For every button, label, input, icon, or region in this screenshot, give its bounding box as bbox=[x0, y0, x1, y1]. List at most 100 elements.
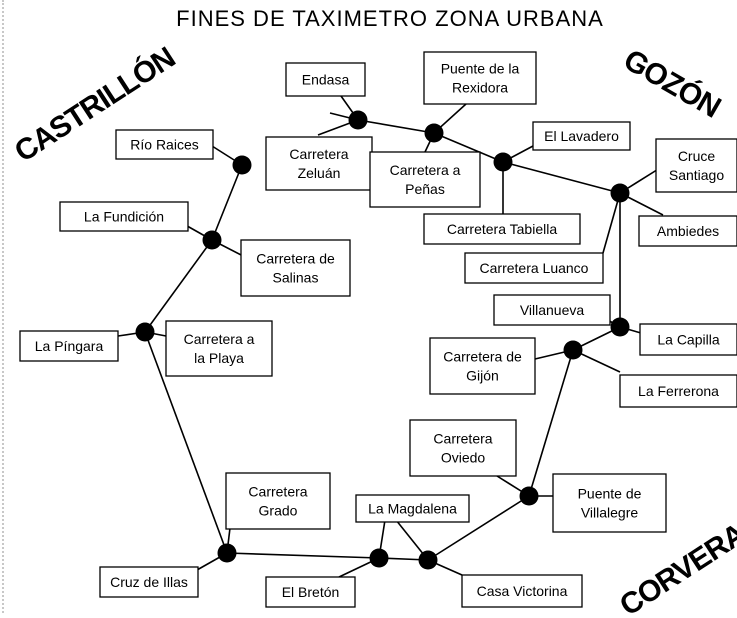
label-text: Carretera de bbox=[443, 349, 522, 365]
label-box bbox=[655, 138, 737, 193]
label-villanueva: Villanueva bbox=[493, 294, 611, 326]
label-text: Peñas bbox=[405, 181, 445, 197]
label-la-pingara: La Píngara bbox=[19, 330, 119, 362]
label-text: La Magdalena bbox=[368, 501, 457, 517]
label-el-lavadero: El Lavadero bbox=[532, 121, 631, 151]
label-text: La Capilla bbox=[657, 332, 719, 348]
label-carretera-playa: Carretera a la Playa bbox=[165, 320, 273, 377]
label-la-magdalena: La Magdalena bbox=[355, 494, 470, 523]
junction-node bbox=[369, 548, 389, 568]
label-text: Carretera Tabiella bbox=[447, 221, 557, 237]
label-text: Rexidora bbox=[452, 80, 508, 96]
label-box bbox=[423, 51, 537, 105]
junction-node bbox=[610, 317, 630, 337]
label-text: Río Raices bbox=[130, 137, 198, 153]
junction-node bbox=[493, 152, 513, 172]
label-text: Cruce bbox=[678, 148, 716, 164]
label-text: Salinas bbox=[273, 270, 319, 286]
label-box bbox=[19, 330, 119, 362]
label-box bbox=[369, 151, 481, 208]
route-line bbox=[528, 349, 574, 497]
label-box bbox=[639, 323, 737, 356]
label-box bbox=[493, 294, 611, 326]
label-box bbox=[115, 129, 214, 160]
junction-node bbox=[348, 110, 368, 130]
label-text: la Playa bbox=[194, 350, 244, 366]
label-box bbox=[461, 574, 583, 608]
label-casa-victorina: Casa Victorina bbox=[461, 574, 583, 608]
place-labels: Endasa Puente de la Rexidora El LavaderoCru… bbox=[19, 51, 737, 608]
junction-node bbox=[563, 340, 583, 360]
junction-node bbox=[202, 230, 222, 250]
label-text: La Ferrerona bbox=[638, 383, 719, 399]
label-text: Carretera a bbox=[184, 331, 255, 347]
label-carretera-luanco: Carretera Luanco bbox=[464, 252, 604, 284]
junction-node bbox=[610, 183, 630, 203]
label-carretera-penas: Carretera a Peñas bbox=[369, 151, 481, 208]
label-text: Ambiedes bbox=[657, 223, 719, 239]
label-text: Endasa bbox=[302, 72, 350, 88]
label-text: Casa Victorina bbox=[477, 583, 568, 599]
label-text: El Bretón bbox=[282, 584, 340, 600]
label-cruz-de-illas: Cruz de Illas bbox=[99, 566, 199, 598]
page-border bbox=[2, 0, 4, 613]
label-text: Grado bbox=[259, 503, 298, 519]
junction-nodes bbox=[135, 110, 630, 570]
junction-node bbox=[135, 322, 155, 342]
junction-node bbox=[217, 543, 237, 563]
label-box bbox=[59, 201, 189, 232]
route-line bbox=[357, 119, 435, 134]
label-text: Santiago bbox=[669, 167, 724, 183]
label-endasa: Endasa bbox=[285, 62, 366, 97]
label-box bbox=[532, 121, 631, 151]
label-box bbox=[552, 473, 667, 533]
label-box bbox=[619, 374, 737, 408]
label-text: Carretera bbox=[433, 431, 492, 447]
label-text: Villanueva bbox=[520, 302, 585, 318]
route-line bbox=[502, 161, 621, 194]
route-line bbox=[144, 331, 228, 554]
label-rio-raices: Río Raices bbox=[115, 129, 214, 160]
label-text: La Fundición bbox=[84, 209, 164, 225]
label-box bbox=[99, 566, 199, 598]
label-box bbox=[285, 62, 366, 97]
route-line bbox=[427, 495, 530, 561]
map-title: FINES DE TAXIMETRO ZONA URBANA bbox=[176, 6, 604, 31]
label-ambiedes: Ambiedes bbox=[638, 215, 737, 247]
junction-node bbox=[418, 550, 438, 570]
label-text: Cruz de Illas bbox=[110, 574, 188, 590]
route-lines bbox=[117, 95, 664, 578]
label-box bbox=[409, 419, 517, 477]
label-text: Puente de bbox=[578, 486, 642, 502]
label-text: Carretera de bbox=[256, 251, 335, 267]
leader-line bbox=[602, 192, 621, 254]
label-text: Oviedo bbox=[441, 450, 486, 466]
route-line bbox=[144, 239, 213, 333]
label-la-capilla: La Capilla bbox=[639, 323, 737, 356]
label-text: Carretera a bbox=[390, 162, 461, 178]
route-line bbox=[433, 132, 504, 163]
label-box bbox=[225, 472, 331, 530]
label-carretera-tabiella: Carretera Tabiella bbox=[423, 213, 581, 245]
label-box bbox=[638, 215, 737, 247]
label-text: El Lavadero bbox=[544, 128, 619, 144]
label-box bbox=[464, 252, 604, 284]
junction-node bbox=[232, 155, 252, 175]
label-text: Villalegre bbox=[581, 505, 639, 521]
label-la-fundicion: La Fundición bbox=[59, 201, 189, 232]
label-box bbox=[265, 136, 373, 191]
label-text: Carretera Luanco bbox=[480, 260, 589, 276]
region-gozon: GOZÓN bbox=[618, 42, 726, 124]
label-box bbox=[240, 239, 351, 297]
label-carretera-salinas: Carretera de Salinas bbox=[240, 239, 351, 297]
label-text: Puente de la bbox=[441, 61, 520, 77]
label-text: La Píngara bbox=[35, 338, 104, 354]
label-box bbox=[355, 494, 470, 523]
label-box bbox=[423, 213, 581, 245]
